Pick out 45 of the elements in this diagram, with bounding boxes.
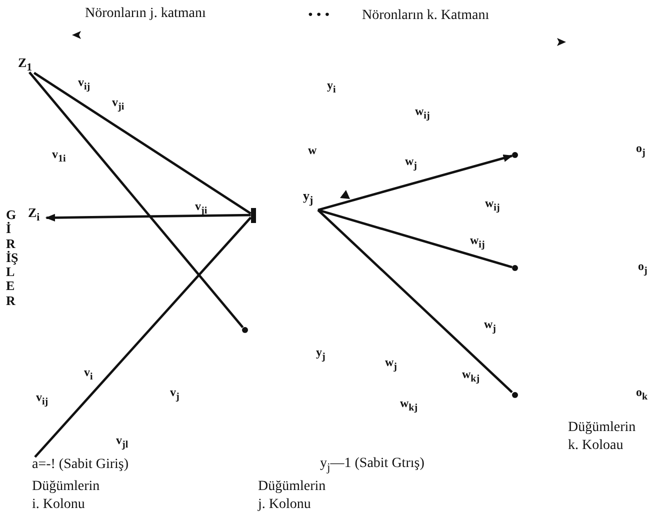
weight-label: w xyxy=(308,144,317,158)
node-label: y$_{j}$ xyxy=(303,188,318,210)
layer-title: Nöronların k. Katmanı xyxy=(362,8,490,24)
output-label: o$_{j}$ xyxy=(636,142,646,159)
output-label: o$_{j}$ xyxy=(638,260,648,277)
layer-title: Nöronların j. katmanı xyxy=(85,6,206,22)
column-caption: Düğümlerin j. Kolonu xyxy=(258,478,327,514)
column-caption: Düğümlerin i. Kolonu xyxy=(32,478,101,514)
weight-label: w$_{ij}$ xyxy=(415,105,430,122)
weight-label: v$_{i}$ xyxy=(84,366,93,383)
output-label: o$_{k}$ xyxy=(636,386,648,403)
weight-label: v$_{jl}$ xyxy=(116,434,128,451)
ellipsis: • • • xyxy=(308,8,330,24)
end-dot xyxy=(512,265,518,271)
junction-bar xyxy=(251,208,256,223)
connection-line xyxy=(317,209,513,394)
weight-label: v$_{ji}$ xyxy=(112,96,124,113)
connection-line xyxy=(28,72,244,328)
weight-label: v$_{1i}$ xyxy=(52,148,66,165)
weight-label: v$_{ij}$ xyxy=(78,76,90,93)
connection-line xyxy=(45,214,251,222)
connection-line xyxy=(34,216,252,458)
weight-label: w$_{j}$ xyxy=(405,155,418,172)
weight-label: w$_{ij}$ xyxy=(470,234,485,251)
connection-line xyxy=(318,154,513,212)
node-label: Z$_{1}$ xyxy=(18,55,36,73)
end-dot xyxy=(242,327,248,333)
connection-line xyxy=(33,72,252,215)
weight-label: w$_{j}$ xyxy=(385,356,398,373)
end-dot xyxy=(512,152,518,158)
weight-label: w$_{j}$ xyxy=(484,318,496,335)
bias-caption: y$_{j}$—1 (Sabit Gtrış) xyxy=(320,456,424,474)
vertical-heading: GİRİŞLER xyxy=(6,208,19,308)
node-label: Z$_{i}$ xyxy=(28,205,46,221)
weight-label: v$_{j}$ xyxy=(170,386,180,403)
weight-label: w$_{kj}$ xyxy=(462,368,480,385)
column-caption: Düğümlerin k. Koloau xyxy=(568,419,637,456)
output-label: y$_{i}$ xyxy=(327,79,336,96)
end-dot xyxy=(512,392,518,398)
weight-label: w$_{ij}$ xyxy=(485,197,500,214)
node-label: a=-! (Sabit Giriş) xyxy=(32,457,192,477)
weight-label: w$_{kj}$ xyxy=(400,397,418,414)
connection-line xyxy=(318,208,512,268)
weight-label: v$_{ij}$ xyxy=(36,391,48,408)
output-label: y$_{j}$ xyxy=(316,346,326,363)
